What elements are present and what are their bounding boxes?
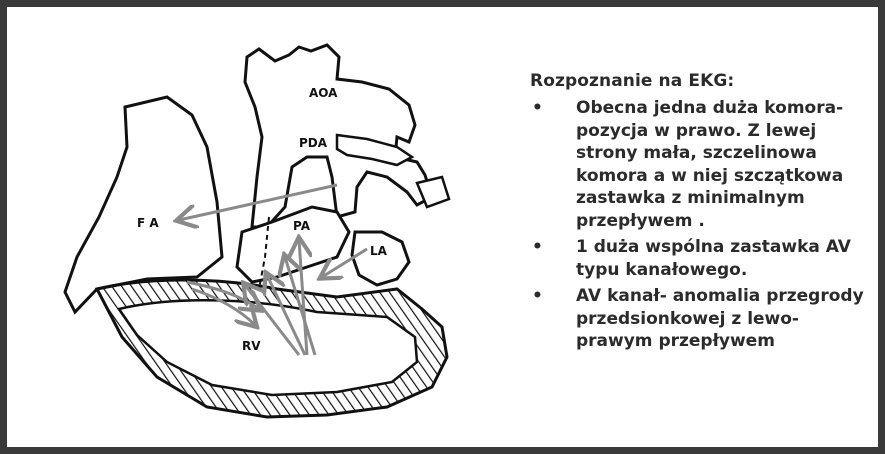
finding-text: Obecna jedna duża komora- pozycja w praw… [576,98,843,231]
finding-item: • AV kanał- anomalia przegrody przedsion… [530,285,875,353]
finding-item: • Obecna jedna duża komora- pozycja w pr… [530,97,875,232]
finding-text: AV kanał- anomalia przegrody przedsionko… [576,286,864,351]
finding-text: 1 duża wspólna zastawka AV typu kanałowe… [576,237,851,280]
label-la: LA [370,244,388,258]
bullet-marker: • [532,285,543,308]
bullet-marker: • [532,97,543,120]
findings-list: • Obecna jedna duża komora- pozycja w pr… [530,97,875,353]
heart-diagram: AOA PDA PA LA F A RV [37,27,497,427]
label-pda: PDA [299,136,328,150]
diagnosis-panel: Rozpoznanie na EKG: • Obecna jedna duża … [530,71,875,357]
label-fa: F A [137,216,159,230]
label-rv: RV [242,339,261,353]
label-pa: PA [293,219,311,233]
label-aoa: AOA [309,86,338,100]
diagnosis-heading: Rozpoznanie na EKG: [530,71,875,91]
finding-item: • 1 duża wspólna zastawka AV typu kanało… [530,236,875,281]
left-atrium [352,232,409,285]
bullet-marker: • [532,236,543,259]
